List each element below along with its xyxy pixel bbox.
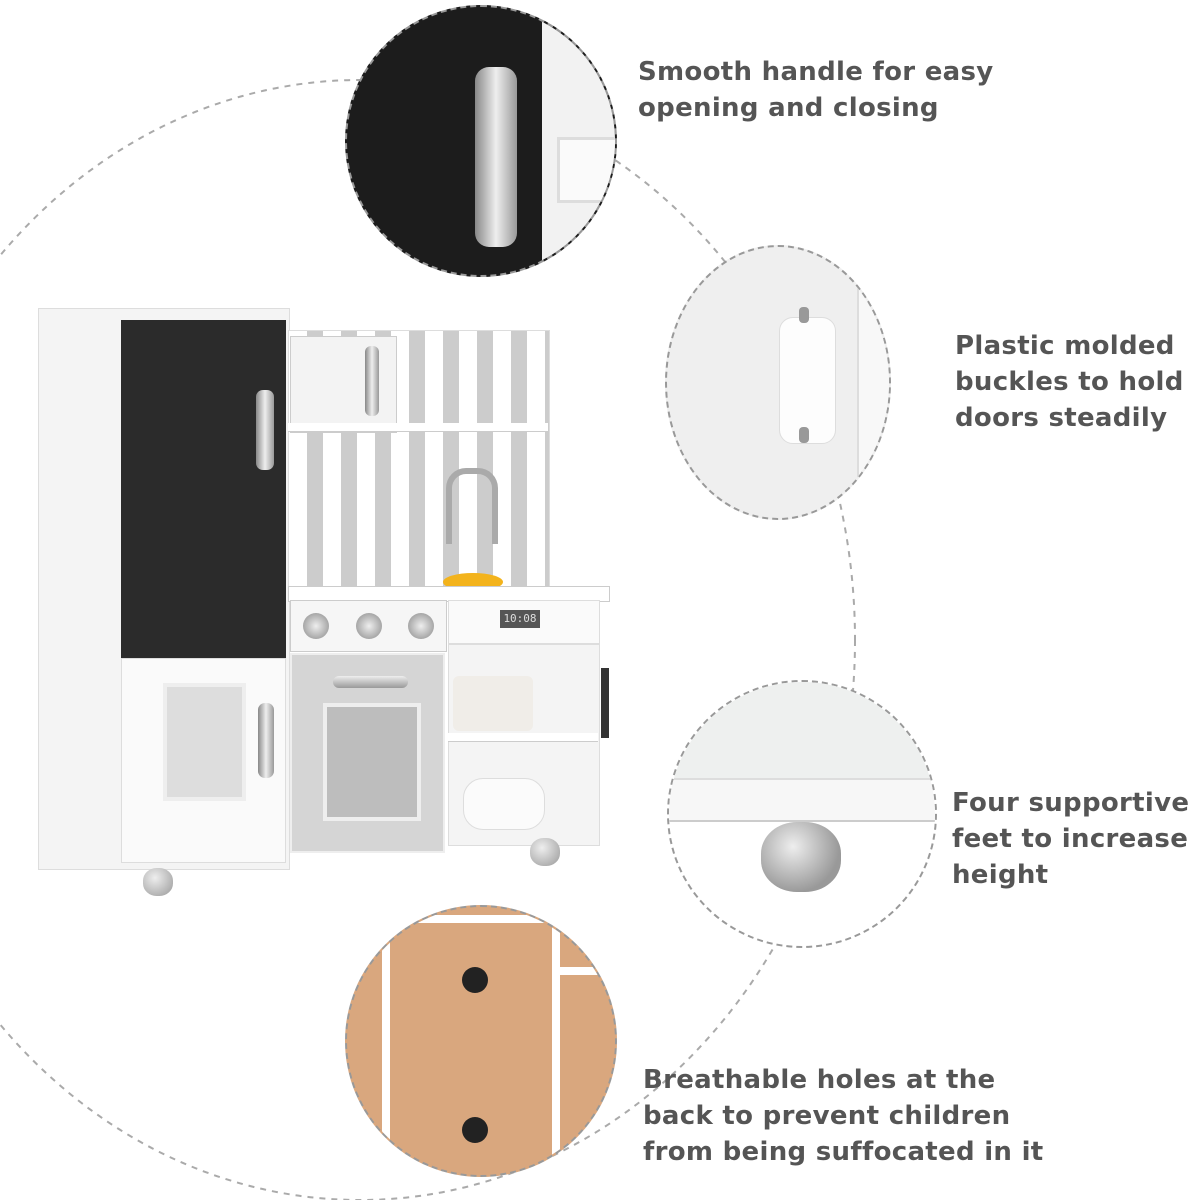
oven-window (323, 703, 421, 821)
caption-line: doors steadily (955, 403, 1168, 433)
caption-line: Four supportive (952, 788, 1190, 818)
caption-line: buckles to hold (955, 367, 1184, 397)
shelf (669, 682, 935, 782)
hole (462, 967, 488, 993)
panel-edge (857, 247, 889, 518)
caption-line: Breathable holes at the (643, 1065, 996, 1095)
shelf (288, 423, 548, 432)
jars (453, 676, 533, 731)
frame-mid (560, 967, 615, 975)
holes-detail-image (345, 905, 617, 1177)
foot (143, 868, 173, 896)
caption-line: Plastic molded (955, 331, 1175, 361)
shelf (448, 733, 598, 742)
stove-knob (303, 613, 329, 639)
caption-handle: Smooth handle for easy opening and closi… (638, 54, 994, 126)
frame-top (382, 915, 615, 923)
caption-line: Smooth handle for easy (638, 57, 994, 87)
freezer-handle (258, 703, 274, 778)
handle (475, 67, 517, 247)
foot (530, 838, 560, 866)
oven-display: 10:08 (500, 610, 540, 628)
caption-line: from being suffocated in it (643, 1137, 1044, 1167)
fridge-door-chalkboard (121, 320, 286, 658)
screw (799, 307, 809, 323)
handle-detail-image (345, 5, 617, 277)
shelf-edge (669, 778, 935, 822)
caption-buckles: Plastic molded buckles to hold doors ste… (955, 328, 1184, 436)
caption-line: back to prevent children (643, 1101, 1011, 1131)
frame-right (552, 915, 560, 1175)
stove-knob (408, 613, 434, 639)
door-edge-line (557, 137, 615, 203)
caption-feet: Four supportive feet to increase height (952, 785, 1189, 893)
fridge-handle (256, 390, 274, 470)
oven-handle (333, 676, 408, 688)
caption-line: feet to increase (952, 824, 1189, 854)
caption-holes: Breathable holes at the back to prevent … (643, 1062, 1044, 1170)
hole (462, 1117, 488, 1143)
caption-line: opening and closing (638, 93, 939, 123)
caption-line: height (952, 860, 1049, 890)
faucet (446, 468, 498, 544)
microwave-handle (365, 346, 379, 416)
buckle (779, 317, 836, 444)
sugar-bowls (463, 778, 545, 830)
towel (601, 668, 609, 738)
microwave (290, 336, 397, 433)
play-kitchen: 10:08 (38, 308, 613, 903)
buckle-detail-image (665, 245, 891, 520)
water-dispenser (163, 683, 246, 801)
foot (761, 822, 841, 892)
feet-detail-image (667, 680, 937, 948)
screw (799, 427, 809, 443)
stove-knob (356, 613, 382, 639)
frame-left (382, 907, 390, 1175)
